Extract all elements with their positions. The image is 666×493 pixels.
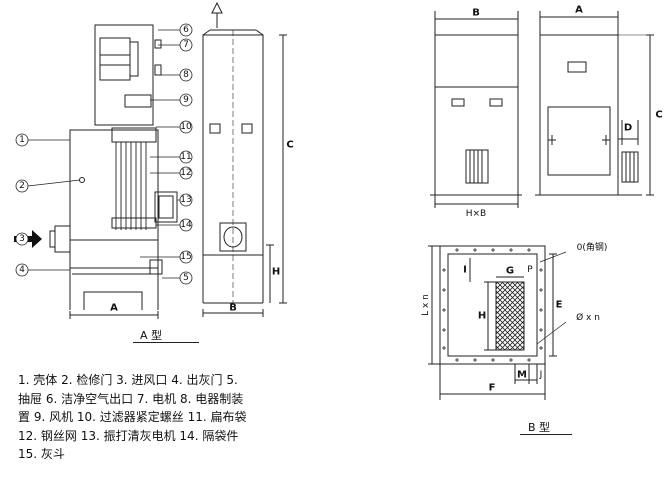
right-side-view (430, 11, 522, 208)
callout-5: 5 (183, 273, 189, 283)
dim-h-type-b: H (478, 311, 486, 322)
callout-leaders-a (27, 29, 180, 279)
callout-14: 14 (180, 220, 192, 230)
callout-11: 11 (180, 152, 191, 162)
dim-m: M (517, 370, 527, 381)
callout-15: 15 (180, 252, 191, 262)
dim-hxb-right: H×B (466, 209, 486, 219)
dim-e: E (556, 300, 563, 311)
callout-13: 13 (180, 195, 191, 205)
callout-4: 4 (19, 265, 25, 275)
type-b-caption: B 型 (528, 421, 551, 434)
dim-b-right: B (472, 8, 480, 19)
callout-9: 9 (183, 95, 189, 105)
dim-h-type-a: H (272, 267, 280, 278)
dim-lxn: L x n (421, 294, 431, 316)
dim-p: P (527, 265, 533, 275)
callouts-left (15, 133, 29, 277)
callout-1: 1 (19, 135, 25, 145)
dim-phi: Ø x n (576, 312, 600, 323)
dim-i: I (463, 265, 467, 276)
callout-8: 8 (183, 70, 189, 80)
dim-b-type-a: B (229, 303, 237, 314)
angle-steel-label: 0(角钢) (577, 241, 608, 253)
callout-2: 2 (19, 181, 25, 191)
dim-g: G (506, 266, 514, 277)
dim-f: F (489, 383, 496, 394)
legend-line: 置 9. 风机 10. 过滤器紧定螺丝 11. 扁布袋 (18, 410, 247, 424)
type-a-side-view (202, 1, 287, 317)
legend-line: 抽屉 6. 洁净空气出口 7. 电机 8. 电器制装 (18, 391, 244, 406)
dim-c-type-a: C (286, 140, 293, 151)
callout-7: 7 (183, 40, 189, 50)
type-b-caption-underline (520, 434, 572, 435)
dim-j: J (539, 370, 543, 380)
callout-6: 6 (183, 25, 189, 35)
parts-legend: 1. 壳体 2. 检修门 3. 进风口 4. 出灰门 5. 抽屉 6. 洁净空气… (18, 371, 318, 464)
legend-line: 12. 钢丝网 13. 振打清灰电机 14. 隔袋件 (18, 428, 239, 443)
callout-10: 10 (180, 122, 192, 132)
callouts-right (179, 23, 193, 285)
dim-a-type-a: A (110, 303, 118, 314)
dim-d-right: D (624, 123, 632, 134)
type-b-plan-view (428, 245, 567, 400)
type-a-caption-underline (133, 342, 199, 343)
callout-3: 3 (19, 234, 25, 244)
dim-a-right: A (575, 5, 583, 16)
dim-c-right: C (655, 110, 662, 121)
legend-line: 15. 灰斗 (18, 447, 65, 461)
legend-line: 1. 壳体 2. 检修门 3. 进风口 4. 出灰门 5. (18, 373, 238, 387)
right-front-view (535, 11, 654, 196)
type-a-front-view (49, 24, 178, 319)
callout-12: 12 (180, 168, 191, 178)
type-a-caption: A 型 (140, 329, 163, 342)
